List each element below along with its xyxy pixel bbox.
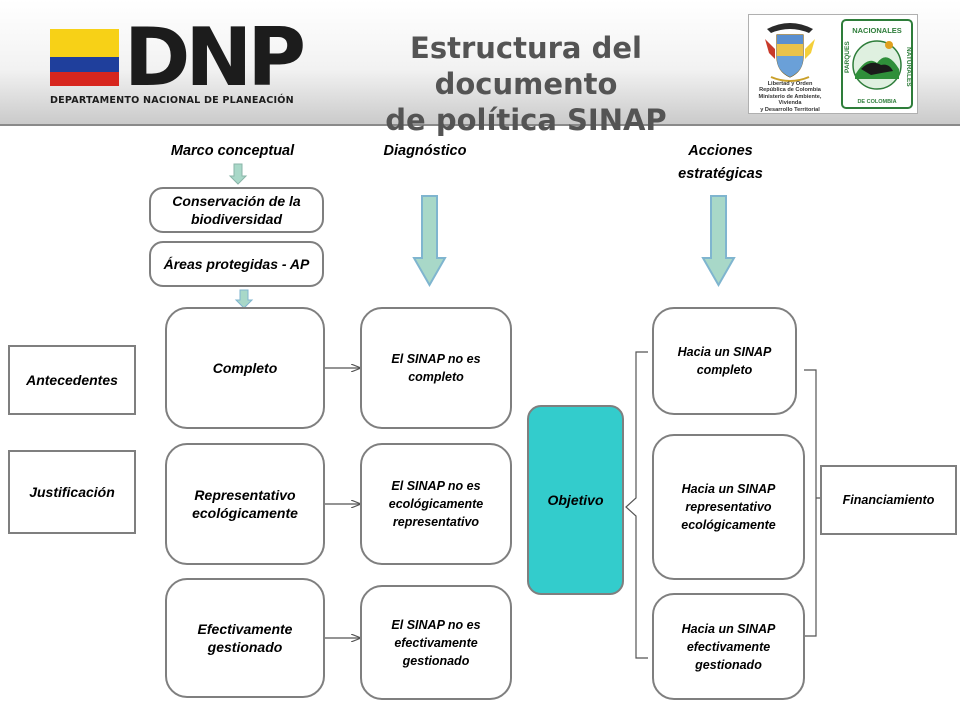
bracket-left [625,351,648,659]
financiamiento-box: Financiamiento [820,465,957,535]
justificacion-box: Justificación [8,450,136,534]
bracket-right [804,369,822,637]
marco-item: Representativo ecológicamente [165,443,325,565]
antecedentes-box: Antecedentes [8,345,136,415]
page-title: Estructura del documento de política SIN… [316,30,736,138]
institution-seals: Libertad y Orden República de Colombia M… [748,14,918,114]
marco-item: Efectivamente gestionado [165,578,325,698]
diagnostico-item: El SINAP no es efectivamente gestionado [360,585,512,700]
marco-item: Completo [165,307,325,429]
accion-item: Hacia un SINAP efectivamente gestionado [652,593,805,700]
diagnostico-item: El SINAP no es ecológicamente representa… [360,443,512,565]
svg-text:PARQUES: PARQUES [844,41,851,73]
svg-text:NACIONALES: NACIONALES [852,26,902,35]
parques-nacionales-logo-icon: NACIONALES DE COLOMBIA PARQUES NATURALES [841,19,913,109]
concept-box-conservacion: Conservación de la biodiversidad [149,187,324,233]
column-header-acciones: Acciones estratégicas [678,143,763,182]
colombia-flag-icon [50,29,119,86]
ministry-seal-text: Libertad y Orden República de Colombia M… [758,81,822,113]
accion-item: Hacia un SINAP completo [652,307,797,415]
down-arrow-icon [228,163,248,185]
diagnostico-item: El SINAP no es completo [360,307,512,429]
down-arrow-icon [234,289,254,309]
down-arrow-icon [701,195,736,288]
column-header-diagnostico: Diagnóstico [383,143,467,159]
svg-text:NATURALES: NATURALES [905,47,912,87]
column-header-marco: Marco conceptual [170,143,295,159]
objective-box: Objetivo [527,405,624,595]
concept-box-areas-protegidas: Áreas protegidas - AP [149,241,324,287]
dnp-logo-subtitle: DEPARTAMENTO NACIONAL DE PLANEACIÓN [50,95,294,106]
accion-item: Hacia un SINAP representativo ecológicam… [652,434,805,580]
page-title-line1: Estructura del documento [410,31,642,101]
page-title-line2: de política SINAP [385,103,667,137]
dnp-logo: DNP [124,11,306,104]
down-arrow-icon [412,195,447,288]
header-divider [0,124,960,126]
colombia-coat-of-arms-icon [765,23,815,82]
svg-text:DE COLOMBIA: DE COLOMBIA [857,99,896,105]
